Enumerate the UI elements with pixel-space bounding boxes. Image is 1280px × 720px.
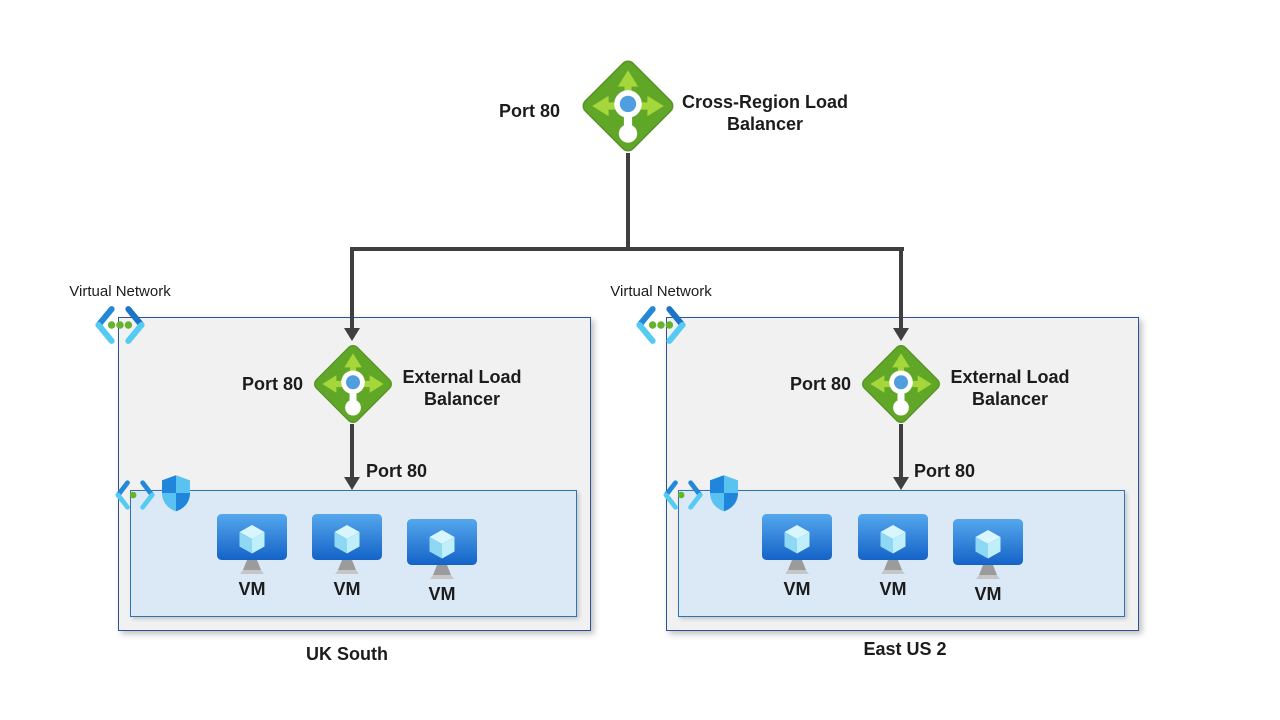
- subnet-port-label: Port 80: [914, 461, 976, 481]
- arrowhead-icon: [344, 328, 360, 341]
- virtual-network-icon: [633, 302, 689, 348]
- vm-node: VM: [943, 518, 1033, 605]
- connector-horizontal: [350, 247, 904, 251]
- vm-node: VM: [848, 513, 938, 600]
- elb-port-label: Port 80: [789, 374, 851, 394]
- external-load-balancer-label: External Load Balancer: [402, 367, 522, 409]
- vm-icon: [217, 514, 287, 574]
- subnet-icon: [112, 478, 160, 512]
- connector-elb-subnet: [350, 424, 354, 480]
- region-name-label: UK South: [306, 644, 388, 664]
- external-load-balancer-icon: [859, 342, 943, 426]
- vm-icon: [762, 514, 832, 574]
- vm-node: VM: [302, 513, 392, 600]
- external-load-balancer-label: External Load Balancer: [950, 367, 1070, 409]
- vm-node: VM: [397, 518, 487, 605]
- vm-icon: [953, 519, 1023, 579]
- vnet-label: Virtual Network: [610, 283, 712, 300]
- cross-region-load-balancer-label: Cross-Region Load Balancer: [681, 92, 848, 134]
- vm-icon: [858, 514, 928, 574]
- cross-region-port-label: Port 80: [498, 101, 560, 121]
- connector-right-down: [899, 247, 903, 329]
- virtual-network-icon: [92, 302, 148, 348]
- arrowhead-icon: [893, 477, 909, 490]
- nsg-shield-icon: [709, 474, 739, 512]
- vm-icon: [312, 514, 382, 574]
- arrowhead-icon: [893, 328, 909, 341]
- vnet-label: Virtual Network: [69, 283, 171, 300]
- subnet-port-label: Port 80: [366, 461, 428, 481]
- arrowhead-icon: [344, 477, 360, 490]
- vm-node: VM: [207, 513, 297, 600]
- vm-label: VM: [879, 579, 907, 599]
- subnet-icon: [660, 478, 708, 512]
- subnet-box-uk-south: [130, 490, 577, 617]
- vm-icon: [407, 519, 477, 579]
- connector-crlb-down: [626, 153, 630, 249]
- vm-label: VM: [783, 579, 811, 599]
- elb-port-label: Port 80: [241, 374, 303, 394]
- region-name-label: East US 2: [863, 639, 947, 659]
- vm-label: VM: [238, 579, 266, 599]
- cross-region-load-balancer-icon: [579, 57, 677, 155]
- vm-label: VM: [428, 584, 456, 604]
- vm-label: VM: [333, 579, 361, 599]
- external-load-balancer-icon: [311, 342, 395, 426]
- connector-left-down: [350, 247, 354, 329]
- vm-node: VM: [752, 513, 842, 600]
- connector-elb-subnet: [899, 424, 903, 480]
- vm-label: VM: [974, 584, 1002, 604]
- nsg-shield-icon: [161, 474, 191, 512]
